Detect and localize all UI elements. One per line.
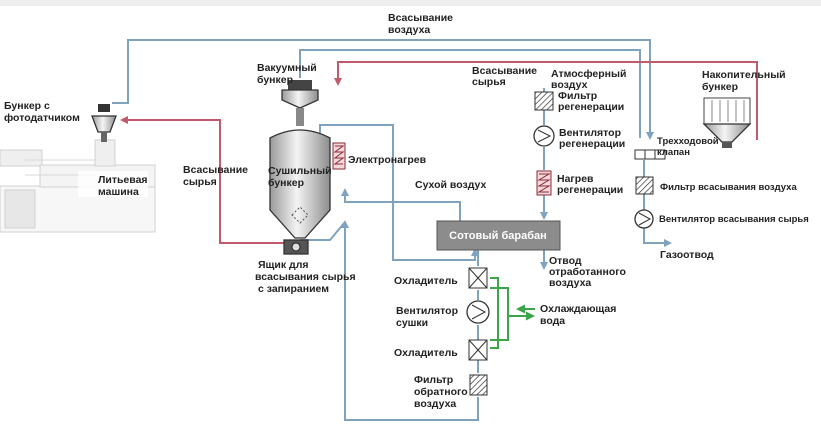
drying-hopper-icon (269, 129, 331, 239)
label-cooler-bottom: Охладитель (394, 347, 458, 359)
bottom-return-line (341, 220, 479, 421)
material-suction-fan-icon (634, 209, 654, 229)
material-lines (120, 61, 758, 244)
material-top-line (334, 61, 758, 140)
water-loop-2 (490, 287, 509, 341)
honeycomb-drum (436, 220, 561, 251)
drying-fan-icon (466, 300, 490, 324)
water-lines (490, 277, 535, 349)
suction-box-icon (283, 239, 309, 255)
label-material-suction-fan: Вентилятор всасывания сырья (659, 214, 809, 225)
label-air-suction-filter: Фильтр всасывания воздуха (660, 182, 797, 193)
material-left-line (120, 116, 285, 244)
regen-heater-icon (536, 170, 552, 196)
machine-label-bg (78, 171, 148, 197)
label-electric-heating: Электронагрев (348, 154, 427, 166)
label-cooler-top: Охладитель (394, 275, 458, 287)
three-way-valve-icon (634, 149, 666, 160)
vacuum-hopper-icon (281, 80, 319, 126)
electric-heater-icon (332, 142, 346, 170)
label-honeycomb-drum: Сотовый барабан (449, 230, 547, 242)
water-loop-1 (490, 277, 499, 349)
air-suction-line (112, 39, 654, 140)
regen-fan-icon (533, 125, 555, 147)
top-strip (0, 0, 821, 6)
label-dry-air: Сухой воздух (415, 179, 486, 191)
label-exhaust: Газоотвод (660, 249, 714, 261)
cooler-top-icon (468, 267, 488, 289)
exhaust-line (643, 160, 672, 247)
storage-hopper-icon (702, 97, 752, 148)
air-suction-filter-icon (635, 176, 654, 195)
dry-air-line (341, 188, 461, 221)
photo-hopper-icon (91, 104, 117, 142)
regen-filter-icon (534, 91, 554, 111)
air-lines (112, 39, 672, 421)
vacuum-air-line (299, 49, 641, 138)
return-air-filter-icon (469, 374, 488, 396)
cooler-bottom-icon (468, 339, 488, 361)
box-air-line (300, 221, 346, 241)
hopper-return-line (319, 124, 479, 261)
